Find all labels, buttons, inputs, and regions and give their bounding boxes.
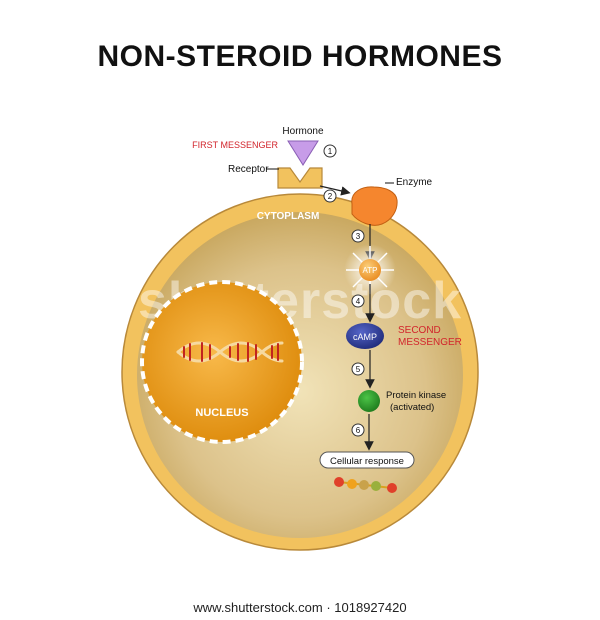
- cellular-response-box: [319, 451, 415, 469]
- arrow-receptor-to-enzyme: [319, 185, 351, 196]
- first-messenger-label: FIRST MESSENGER: [192, 140, 278, 150]
- hormone-triangle-icon: [287, 140, 319, 166]
- camp-label: cAMP: [353, 332, 377, 342]
- step-2-number: 2: [328, 192, 333, 201]
- second-messenger-label-line1: SECOND: [398, 325, 441, 336]
- second-messenger-label-line2: MESSENGER: [398, 337, 462, 348]
- enzyme-label: Enzyme: [396, 177, 433, 188]
- step-5-badge: [351, 362, 365, 376]
- protein-kinase-label-line1: Protein kinase: [386, 390, 446, 401]
- step-1-number: 1: [328, 147, 333, 156]
- response-molecule-chain-icon: [334, 477, 397, 493]
- hormone-label: Hormone: [282, 126, 324, 137]
- step-6-badge: [351, 423, 365, 437]
- cytoplasm-label: CYTOPLASM: [257, 211, 320, 222]
- nucleus: [140, 280, 304, 444]
- atp-label: ATP: [363, 266, 378, 275]
- enzyme-shape: [351, 186, 398, 226]
- cellular-response-label: Cellular response: [330, 456, 404, 467]
- step-1-badge: [323, 144, 337, 158]
- step-4-badge: [351, 294, 365, 308]
- footer-credit: www.shutterstock.com · 1018927420: [193, 600, 407, 615]
- step-3-number: 3: [356, 232, 361, 241]
- dna-helix-icon: [176, 341, 284, 363]
- step-2-badge: [323, 189, 337, 203]
- step-3-badge: [351, 229, 365, 243]
- camp-molecule: [346, 323, 384, 349]
- receptor-label: Receptor: [228, 164, 269, 175]
- atp-molecule: [359, 259, 381, 281]
- step-4-number: 4: [356, 297, 361, 306]
- protein-kinase-molecule: [358, 390, 380, 412]
- protein-kinase-label-line2: (activated): [390, 402, 434, 413]
- page-title: NON-STEROID HORMONES: [97, 40, 503, 73]
- step-6-number: 6: [356, 426, 361, 435]
- step-5-number: 5: [356, 365, 361, 374]
- nucleus-label: NUCLEUS: [195, 407, 248, 419]
- receptor-shape: [277, 167, 323, 189]
